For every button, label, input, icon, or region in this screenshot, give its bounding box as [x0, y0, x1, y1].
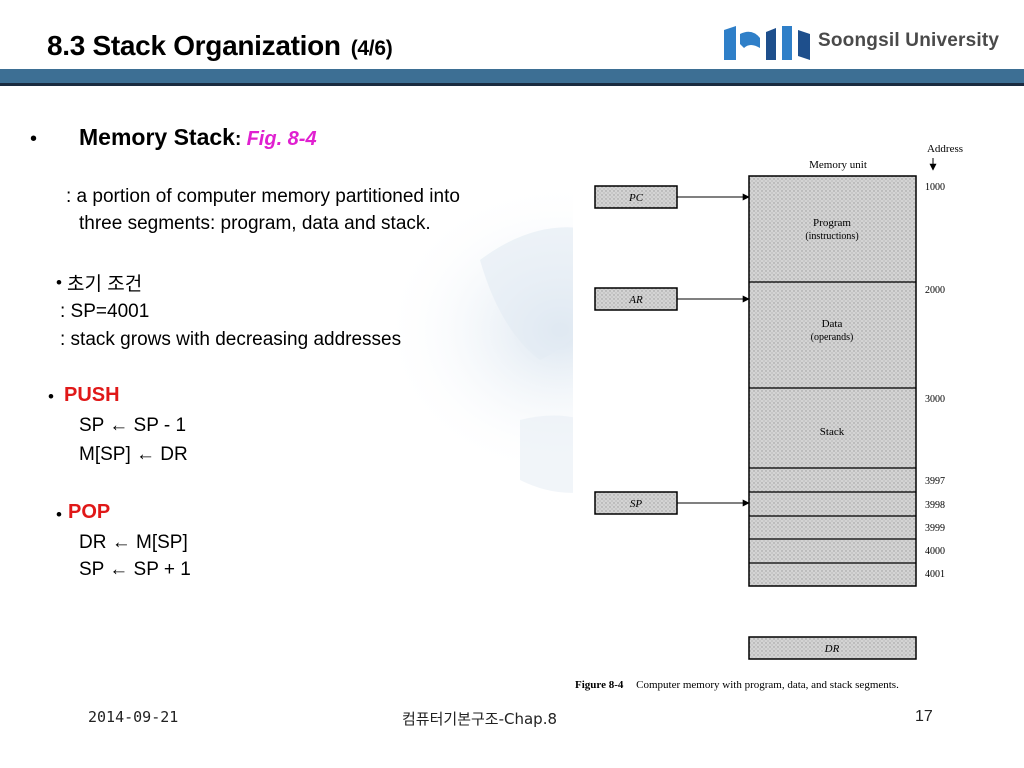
address-4000: 4000	[925, 546, 945, 557]
description-line-2: three segments: program, data and stack.	[79, 213, 431, 234]
memory-stack-label: Memory Stack	[79, 124, 235, 150]
memory-column	[748, 175, 917, 587]
footer-date: 2014-09-21	[88, 708, 179, 726]
sp-register-label: SP	[630, 498, 643, 510]
description-line-1: : a portion of computer memory partition…	[66, 186, 460, 207]
university-name: Soongsil University	[818, 30, 1000, 51]
bullet: •	[30, 128, 38, 150]
dr-register	[748, 636, 917, 660]
bullet: •	[48, 387, 54, 406]
footer-page-number: 17	[915, 708, 933, 725]
pc-register-label: PC	[628, 192, 644, 204]
address-3999: 3999	[925, 523, 945, 534]
title-text: 8.3 Stack Organization	[47, 30, 341, 61]
data-segment-label: Data	[822, 318, 843, 330]
title-suffix: (4/6)	[350, 37, 393, 60]
figure-caption-text: Computer memory with program, data, and …	[636, 679, 899, 691]
pop-step-2: SP ← SP + 1	[79, 559, 191, 580]
header-bar	[0, 69, 1024, 86]
memory-stack-heading: Memory Stack: Fig. 8-4	[79, 124, 317, 151]
address-2000: 2000	[925, 285, 945, 296]
push-step-1: SP ← SP - 1	[79, 415, 187, 436]
pop-step-1: DR ← M[SP]	[79, 532, 188, 553]
bullet: •	[56, 273, 62, 292]
address-label: Address	[927, 143, 963, 155]
dr-register-label: DR	[824, 643, 840, 655]
data-segment-sublabel: (operands)	[811, 332, 854, 343]
heading-colon: :	[234, 129, 242, 150]
memory-unit-label: Memory unit	[809, 159, 867, 171]
program-segment-label: Program	[813, 217, 851, 229]
figure-caption-label: Figure 8-4	[575, 679, 624, 691]
memory-diagram: Memory unit Address Program (instruction…	[573, 126, 1015, 693]
figure-reference: Fig. 8-4	[246, 128, 317, 150]
figure-caption: Figure 8-4 Computer memory with program,…	[575, 679, 899, 691]
footer-course: 컴퓨터기본구조-Chap.8	[402, 710, 558, 728]
address-4001: 4001	[925, 569, 945, 580]
address-3997: 3997	[925, 476, 945, 487]
pop-label: POP	[68, 501, 111, 523]
stack-segment-label: Stack	[820, 426, 845, 438]
ar-register-label: AR	[628, 294, 643, 306]
initial-condition-sp: : SP=4001	[60, 301, 150, 322]
university-logo: Soongsil University	[722, 20, 1012, 68]
initial-condition-growth: : stack grows with decreasing addresses	[60, 329, 402, 350]
slide-title: 8.3 Stack Organization (4/6)	[47, 30, 393, 62]
push-label: PUSH	[64, 384, 120, 406]
university-logo-icon	[724, 26, 810, 60]
bullet: •	[56, 505, 62, 524]
address-3998: 3998	[925, 500, 945, 511]
address-3000: 3000	[925, 394, 945, 405]
push-step-2: M[SP] ← DR	[79, 444, 188, 465]
program-segment-sublabel: (instructions)	[805, 231, 858, 242]
address-1000: 1000	[925, 182, 945, 193]
initial-condition-heading: 초기 조건	[67, 274, 143, 295]
